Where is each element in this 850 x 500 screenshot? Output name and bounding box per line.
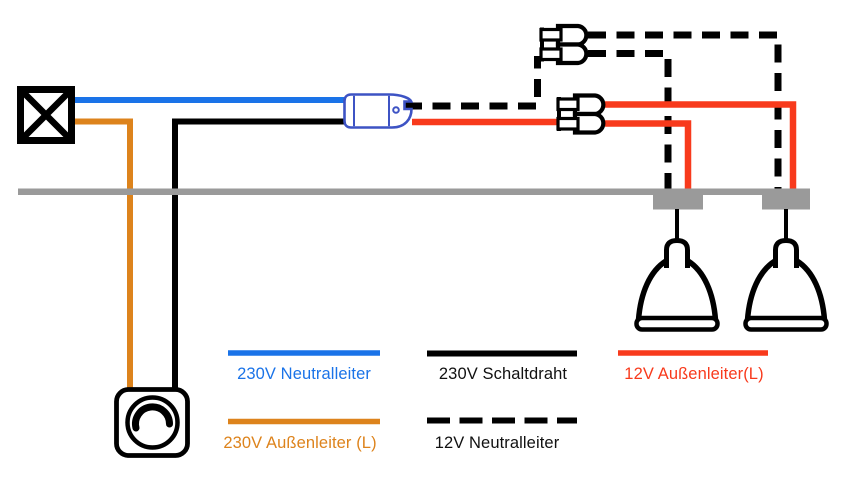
transformer-body	[343, 93, 414, 129]
wire-12v-neutral-trafo-to-connector	[404, 56, 541, 110]
connector-prong-top	[556, 97, 580, 112]
lamp-connector-icon-1	[539, 23, 589, 66]
wires-230v	[72, 97, 346, 389]
connector-lobe-bottom	[572, 111, 606, 135]
wire-230v-aussenleiter	[72, 118, 133, 389]
legend-label-12v-aussenleiter: 12V Außenleiter(L)	[624, 365, 764, 383]
lamp-neck	[664, 237, 690, 268]
mounting-block-2	[762, 188, 810, 210]
wire-230v-schaltdraht	[172, 118, 346, 389]
lamp-rim	[743, 315, 829, 332]
wires-12v-aussenleiter	[412, 101, 797, 189]
legend-label-12v-neutralleiter: 12V Neutralleiter	[434, 434, 560, 452]
wire-12v-neutral-to-lamp2	[588, 31, 782, 189]
electronic-transformer-icon	[343, 93, 414, 129]
halogen-spot-lamp-icon-1	[634, 209, 720, 332]
lamp-bell	[635, 258, 719, 323]
halogen-spot-lamp-icon-2	[743, 209, 829, 332]
mounting-block-1	[653, 188, 703, 210]
lamp-rim	[634, 315, 720, 332]
legend-label-230v-neutralleiter: 230V Neutralleiter	[237, 365, 371, 383]
connector-prong-top	[539, 27, 563, 42]
lamp-neck	[773, 237, 799, 268]
wire-12v-red-to-lamp1	[605, 120, 692, 189]
connector-prong-bottom	[539, 47, 563, 62]
rotary-dimmer-icon	[114, 387, 190, 458]
ceiling	[18, 188, 810, 210]
legend-label-230v-schaltdraht: 230V Schaltdraht	[438, 365, 568, 383]
connector-lobe-bottom	[555, 42, 589, 66]
junction-box-icon	[17, 86, 75, 144]
connector-prong-bottom	[556, 116, 580, 131]
legend-swatches	[228, 350, 768, 425]
wire-12v-red-to-lamp2	[605, 101, 797, 189]
transformer-screw	[392, 106, 400, 114]
ceiling-bar	[18, 188, 810, 195]
wires-12v-neutral	[404, 31, 782, 189]
lamp-bell	[744, 258, 828, 323]
lamp-connector-icon-2	[556, 93, 606, 135]
legend-label-230v-aussenleiter: 230V Außenleiter (L)	[223, 434, 377, 452]
